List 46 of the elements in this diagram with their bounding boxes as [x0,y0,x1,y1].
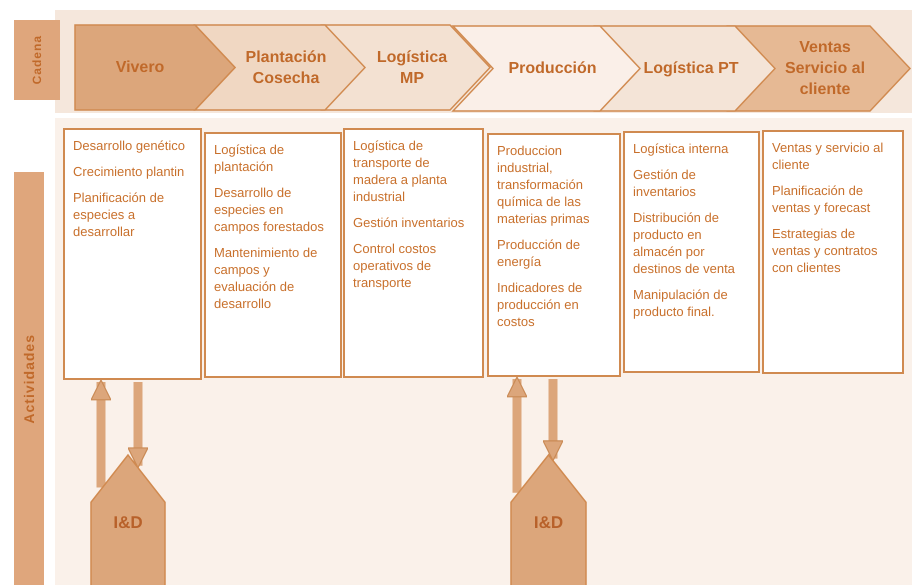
arrow [506,376,528,493]
activity-text: Planificación de especies a desarrollar [73,189,166,240]
activity-text: Mantenimiento de campos y evaluación de desarrollo [214,244,318,312]
activity-box [623,131,760,373]
activity-box [204,132,342,378]
stage-label: Logística PT [643,59,739,79]
stage-label: Producción [508,59,596,79]
activity-text: Produccion industrial, transformación química de las materias primas [497,142,590,227]
activity-text: Desarrollo de especies en campos forestados [214,184,325,235]
arrow [128,382,148,468]
activity-box [762,130,904,374]
stage-banner [195,25,365,110]
pentagon-block [511,455,586,585]
block-label: I&D [112,513,144,533]
stage-label: Logística MP [376,48,448,88]
activity-text: Crecimiento plantin [73,163,186,180]
activity-text: Ventas y servicio al cliente [772,139,884,173]
stage-label: Vivero [116,58,164,78]
activity-text: Gestión inventarios [353,214,466,231]
stage-banner [75,25,235,110]
section-band [14,172,44,585]
activity-box [487,133,621,377]
section-band [14,20,60,100]
section-title: Actividades [21,334,37,424]
arrow [90,379,112,488]
section-title: Cadena [30,35,44,85]
arrow [542,379,564,462]
activity-text: Desarrollo genético [73,137,186,154]
activity-text: Manipulación de producto final. [633,286,729,320]
activity-box [343,128,484,378]
activity-text: Distribución de producto en almacén por destinos de venta [633,209,736,277]
activity-text: Producción de energía [497,236,582,270]
block-label: I&D [532,513,564,533]
stage-label: Ventas Servicio al cliente [784,38,866,100]
activity-text: Logística de transporte de madera a planta industrial [353,137,448,205]
stage-label: Plantación Cosecha [244,48,328,88]
activity-text: Estrategias de ventas y contratos con clientes [772,225,878,276]
pentagon-block [91,455,165,585]
activity-text: Logística interna [633,140,730,157]
activity-text: Gestión de inventarios [633,166,697,200]
activity-text: Planificación de ventas y forecast [772,182,872,216]
activity-box [63,128,202,380]
activity-text: Logística de plantación [214,141,286,175]
activity-text: Control costos operativos de transporte [353,240,438,291]
activity-text: Indicadores de producción en costos [497,279,584,330]
stage-banner [453,26,640,111]
